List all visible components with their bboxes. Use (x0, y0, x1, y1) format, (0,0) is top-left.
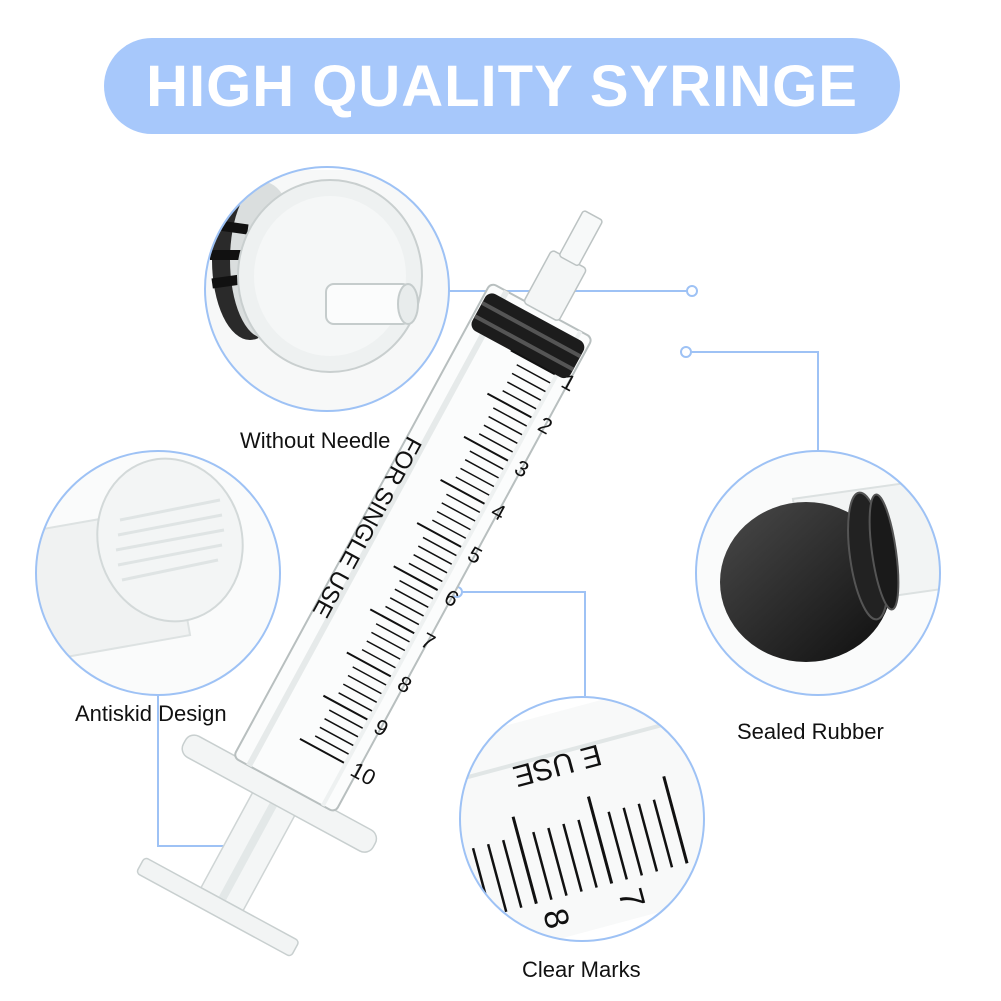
scale-minor-tick (516, 364, 551, 384)
zoom-minor-tick (547, 827, 568, 896)
scale-minor-tick (399, 579, 434, 600)
scale-minor-tick (417, 545, 453, 565)
scale-minor-tick (375, 623, 410, 643)
scale-major-tick (369, 608, 415, 635)
zoom-major-tick (662, 775, 689, 864)
scale-minor-tick (455, 476, 490, 496)
scale-minor-tick (492, 407, 528, 427)
scale-major-tick (416, 522, 462, 548)
scale-minor-tick (389, 597, 424, 617)
scale-minor-tick (314, 735, 349, 755)
zoom-major-tick (586, 796, 614, 884)
scale-minor-tick (436, 510, 471, 531)
scale-minor-tick (511, 372, 546, 393)
luer-tip (559, 210, 603, 267)
scale-minor-tick (446, 493, 481, 514)
zoom-minor-tick (637, 803, 659, 872)
scale-minor-tick (460, 467, 495, 488)
scale-minor-tick (385, 605, 420, 626)
zoom-minor-tick (652, 799, 674, 868)
banner-title: HIGH QUALITY SYRINGE (146, 53, 858, 119)
label-clear-marks: Clear Marks (522, 957, 641, 982)
scale-major-tick (322, 694, 368, 721)
label-without-needle: Without Needle (240, 428, 391, 453)
scale-minor-tick (413, 554, 448, 574)
label-antiskid: Antiskid Design (75, 701, 227, 726)
scale-minor-tick (394, 588, 429, 608)
scale-major-tick (346, 651, 392, 678)
scale-minor-tick (328, 709, 364, 729)
zoom-minor-tick (622, 807, 644, 876)
scale-minor-tick (361, 648, 396, 669)
scale-major-tick (510, 349, 556, 376)
scale-ticks (299, 349, 556, 764)
scale-minor-tick (352, 666, 387, 686)
scale-minor-tick (338, 692, 373, 712)
scale-minor-tick (483, 424, 518, 444)
line-sealed-rubber (686, 351, 819, 450)
scale-major-tick (486, 392, 532, 419)
scale-minor-tick (469, 450, 504, 470)
scale-minor-tick (432, 519, 467, 539)
scale-minor-tick (422, 536, 457, 557)
scale-minor-tick (506, 381, 542, 401)
scale-minor-tick (408, 562, 443, 583)
scale-major-tick (393, 565, 439, 591)
scale-major-tick (299, 737, 345, 764)
zoom-minor-tick (607, 811, 628, 880)
zoom-minor-tick (486, 843, 508, 913)
label-sealed-rubber: Sealed Rubber (737, 719, 884, 744)
scale-minor-tick (319, 726, 354, 747)
line-clear-marks (457, 591, 586, 696)
zoom-minor-tick (532, 831, 553, 900)
scale-minor-tick (464, 459, 499, 479)
zoom-clear-marks: 678 E USE (459, 696, 705, 942)
scale-minor-tick (324, 718, 359, 738)
zoom-sealed-rubber (695, 450, 941, 696)
scale-major-tick (463, 435, 509, 462)
zoom-without-needle (204, 166, 450, 412)
scale-minor-tick (441, 502, 476, 522)
line-antiskid (157, 696, 246, 847)
scale-minor-tick (488, 415, 523, 436)
scale-minor-tick (502, 390, 537, 410)
scale-minor-tick (342, 683, 378, 703)
zoom-antiskid (35, 450, 281, 696)
thumb-press (136, 857, 299, 957)
zoom-minor-tick (562, 823, 583, 892)
scale-minor-tick (371, 631, 406, 652)
scale-major-tick (440, 479, 485, 505)
zoom-minor-tick (501, 839, 523, 909)
zoom-minor-tick (577, 819, 598, 888)
zoom-major-tick (511, 816, 538, 905)
title-banner: HIGH QUALITY SYRINGE (104, 38, 900, 134)
scale-minor-tick (347, 674, 382, 695)
scale-minor-tick (366, 640, 401, 660)
scale-minor-tick (478, 433, 513, 453)
